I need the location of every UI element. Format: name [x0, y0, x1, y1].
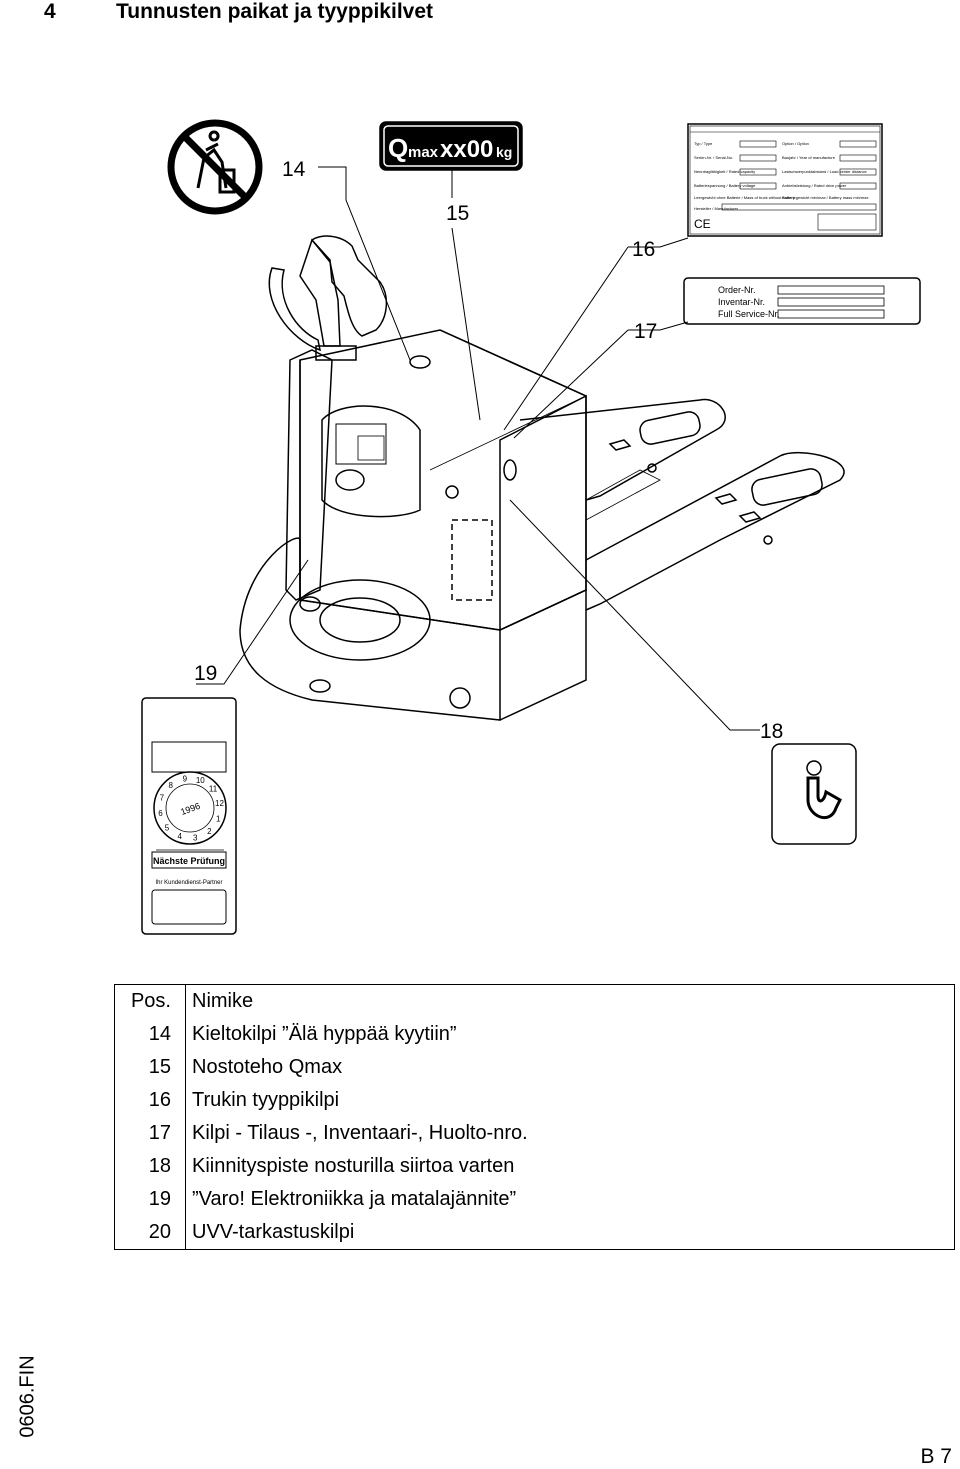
order-label: Full Service-Nr. — [718, 309, 780, 319]
inspection-month: 4 — [177, 832, 182, 841]
order-plate — [683, 277, 921, 325]
callout-18: 18 — [760, 720, 783, 743]
table-row: 19”Varo! Elektroniikka ja matalajännite” — [114, 1183, 955, 1216]
plate-label: Leergewicht ohne Batterie / Mass of truc… — [694, 195, 795, 200]
pos-header: Pos. — [114, 984, 186, 1018]
order-label: Inventar-Nr. — [718, 297, 765, 307]
plate-maker: Hersteller / Manufacturer — [694, 206, 739, 211]
inspection-month: 3 — [193, 834, 198, 843]
crane-hook-icon — [771, 743, 857, 845]
plate-label: Typ / Type — [694, 141, 713, 146]
ce-mark: CE — [694, 217, 711, 231]
row-name: ”Varo! Elektroniikka ja matalajännite” — [185, 1183, 955, 1216]
table-header-row: Pos. Nimike — [114, 984, 955, 1018]
inspection-month: 8 — [168, 781, 173, 790]
capacity-q: Q — [388, 133, 408, 163]
plate-label: Baujahr / Year of manufacture — [782, 155, 836, 160]
partner-label: Ihr Kundendienst-Partner — [155, 880, 222, 886]
callout-17: 17 — [634, 320, 657, 343]
capacity-sign — [379, 121, 523, 171]
row-pos: 19 — [114, 1183, 186, 1216]
plate-label: Option / Option — [782, 141, 809, 146]
row-name: UVV-tarkastuskilpi — [185, 1216, 955, 1250]
no-riding-sign-icon — [167, 119, 263, 215]
pallet-truck-drawing — [239, 235, 845, 721]
inspection-month: 7 — [160, 794, 165, 803]
truck-figure: 14 15 16 17 18 19 Q max xx00 kg Typ / Ty… — [141, 119, 921, 935]
page-number: B 7 — [920, 1445, 952, 1468]
row-name: Kiinnityspiste nosturilla siirtoa varten — [185, 1150, 955, 1183]
row-pos: 15 — [114, 1051, 186, 1084]
row-pos: 14 — [114, 1018, 186, 1051]
plate-label: Serien-Nr. / Serial-No. — [694, 155, 733, 160]
order-label: Order-Nr. — [718, 285, 756, 295]
row-name: Kilpi - Tilaus -, Inventaari-, Huolto-nr… — [185, 1117, 955, 1150]
callout-14: 14 — [282, 158, 306, 181]
name-header: Nimike — [185, 984, 955, 1018]
inspection-month: 12 — [215, 799, 224, 808]
plate-label: Nenntragfähigkeit / Rated capacity — [694, 169, 755, 174]
plate-label: Batteriespannung / Battery voltage — [694, 183, 756, 188]
row-pos: 20 — [114, 1216, 186, 1250]
row-pos: 17 — [114, 1117, 186, 1150]
next-check-label: Nächste Prüfung — [153, 856, 225, 866]
capacity-max: max — [408, 144, 439, 161]
callout-19: 19 — [194, 662, 217, 685]
inspection-month: 11 — [209, 785, 218, 794]
section-title: Tunnusten paikat ja tyyppikilvet — [116, 0, 434, 23]
row-pos: 16 — [114, 1084, 186, 1117]
capacity-value: xx00 — [440, 136, 493, 163]
document-code: 0606.FIN — [16, 1355, 39, 1438]
plate-label: Antriebsleistung / Rated drive power — [782, 183, 847, 188]
inspection-year: 1996 — [179, 801, 201, 817]
callout-16: 16 — [632, 238, 655, 261]
type-plate — [687, 123, 883, 237]
section-number: 4 — [44, 0, 56, 23]
row-name: Trukin tyyppikilpi — [185, 1084, 955, 1117]
row-pos: 18 — [114, 1150, 186, 1183]
plate-label: Lastschwerpunktabstand / Load center dis… — [782, 169, 867, 174]
inspection-month: 5 — [165, 823, 170, 832]
inspection-month: 2 — [207, 827, 212, 836]
row-name: Kieltokilpi ”Älä hyppää kyytiin” — [185, 1018, 955, 1051]
plate-label: Batteriegewicht min/max / Battery mass m… — [782, 195, 868, 200]
inspection-plate — [141, 697, 237, 935]
capacity-unit: kg — [496, 144, 512, 160]
inspection-month: 6 — [158, 809, 163, 818]
inspection-month: 10 — [196, 776, 205, 785]
inspection-month: 1 — [216, 814, 221, 823]
row-name: Nostoteho Qmax — [185, 1051, 955, 1084]
inspection-month: 9 — [183, 775, 188, 784]
callout-15: 15 — [446, 202, 469, 225]
callout-leaders — [196, 166, 760, 731]
